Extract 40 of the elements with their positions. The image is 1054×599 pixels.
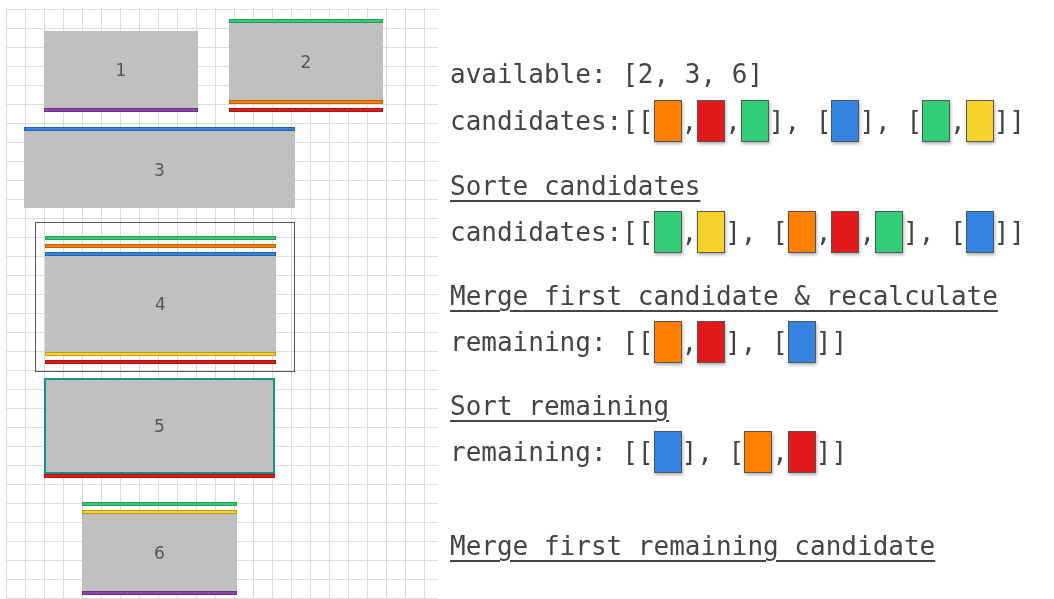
- list-text: remaining: [[: [450, 327, 654, 357]
- block-number: 2: [300, 51, 312, 72]
- list-text: ]]: [815, 327, 848, 357]
- block-number: 1: [115, 59, 127, 80]
- step-heading: Merge first remaining candidate: [450, 531, 936, 561]
- list-text: ,: [950, 106, 966, 136]
- list-text: ]]: [815, 437, 848, 467]
- list-text: candidates:[[: [450, 217, 654, 247]
- list-text: ], [: [768, 106, 832, 136]
- block-box: [44, 378, 275, 474]
- list-text: candidates:[[: [450, 106, 654, 136]
- block-box: [229, 23, 383, 100]
- list-text: ,: [681, 106, 698, 136]
- block-number: 5: [154, 416, 165, 436]
- list-text: ]]: [993, 106, 1026, 136]
- list-text: ,: [772, 437, 788, 467]
- list-text: ], [: [725, 217, 788, 247]
- step-heading: Sort remaining: [450, 391, 670, 421]
- block-box: [44, 31, 198, 108]
- outline-frame: [35, 222, 295, 372]
- list-text: ], [: [859, 106, 923, 136]
- block-number: 4: [155, 294, 166, 314]
- list-text: ,: [681, 327, 698, 357]
- block-box: [82, 514, 237, 591]
- list-text: ], [: [903, 217, 966, 247]
- list-text: remaining: [[: [450, 437, 654, 467]
- block-number: 6: [154, 542, 165, 563]
- list-text: ]]: [993, 217, 1026, 247]
- list-text: ,: [859, 217, 876, 247]
- list-text: ,: [725, 106, 741, 136]
- step-heading: Merge first candidate & recalculate: [450, 281, 998, 311]
- list-text: ,: [815, 217, 832, 247]
- step-heading: Sorte candidates: [450, 171, 701, 201]
- list-text: ,: [681, 217, 698, 247]
- block-box: [45, 256, 276, 352]
- list-text: available: [2, 3, 6]: [450, 59, 764, 89]
- block-number: 3: [154, 159, 165, 180]
- list-text: ], [: [725, 327, 788, 357]
- block-box: [24, 131, 295, 208]
- list-text: ], [: [681, 437, 745, 467]
